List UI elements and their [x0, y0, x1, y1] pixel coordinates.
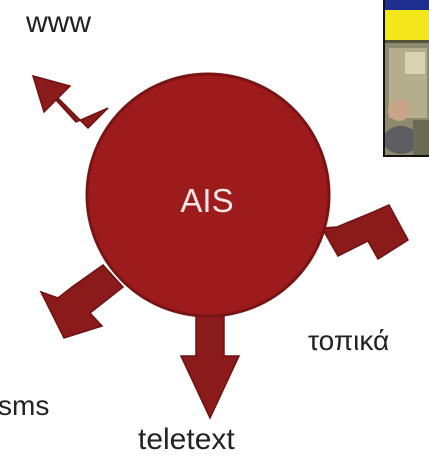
www-label: www: [26, 6, 91, 39]
arrow-to-local: [320, 204, 409, 261]
arrow-to-www: [31, 74, 109, 130]
local-label: τοπικά: [308, 325, 390, 356]
photo-thumbnail: [383, 0, 429, 157]
teletext-label: teletext: [138, 423, 235, 456]
ais-label: AIS: [180, 182, 234, 219]
ais-circle: [85, 72, 331, 318]
arrow-to-sms: [39, 264, 125, 339]
sms-label: sms: [0, 390, 50, 421]
arrow-to-teletext: [179, 305, 241, 420]
